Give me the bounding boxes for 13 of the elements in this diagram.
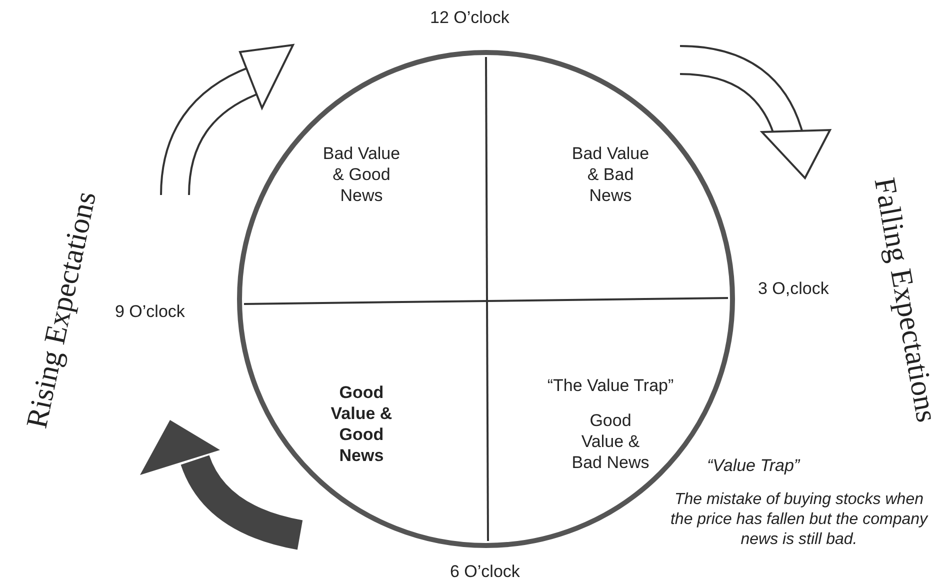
- quadrant-label: Bad Value & Bad News: [570, 143, 650, 206]
- note-title: “Value Trap”: [707, 456, 800, 476]
- axis-title: Rising Expectations: [20, 188, 104, 432]
- clock-label: 3 O,clock: [758, 279, 829, 299]
- quadrant-label: Bad Value & Good News: [322, 143, 402, 206]
- quadrant-label: Good Value & Good News: [330, 382, 394, 466]
- note-text: The mistake of buying stocks when the price has fallen but the company news is still bad.: [669, 490, 930, 550]
- clock-label: 6 O’clock: [450, 562, 520, 582]
- clock-label: 9 O’clock: [115, 302, 185, 322]
- quadrant-label: Good Value & Bad News: [570, 410, 650, 472]
- axis-title: Falling Expectations: [866, 175, 944, 425]
- quadrant-label: “The Value Trap”: [547, 374, 674, 396]
- clock-label: 12 O’clock: [430, 8, 510, 28]
